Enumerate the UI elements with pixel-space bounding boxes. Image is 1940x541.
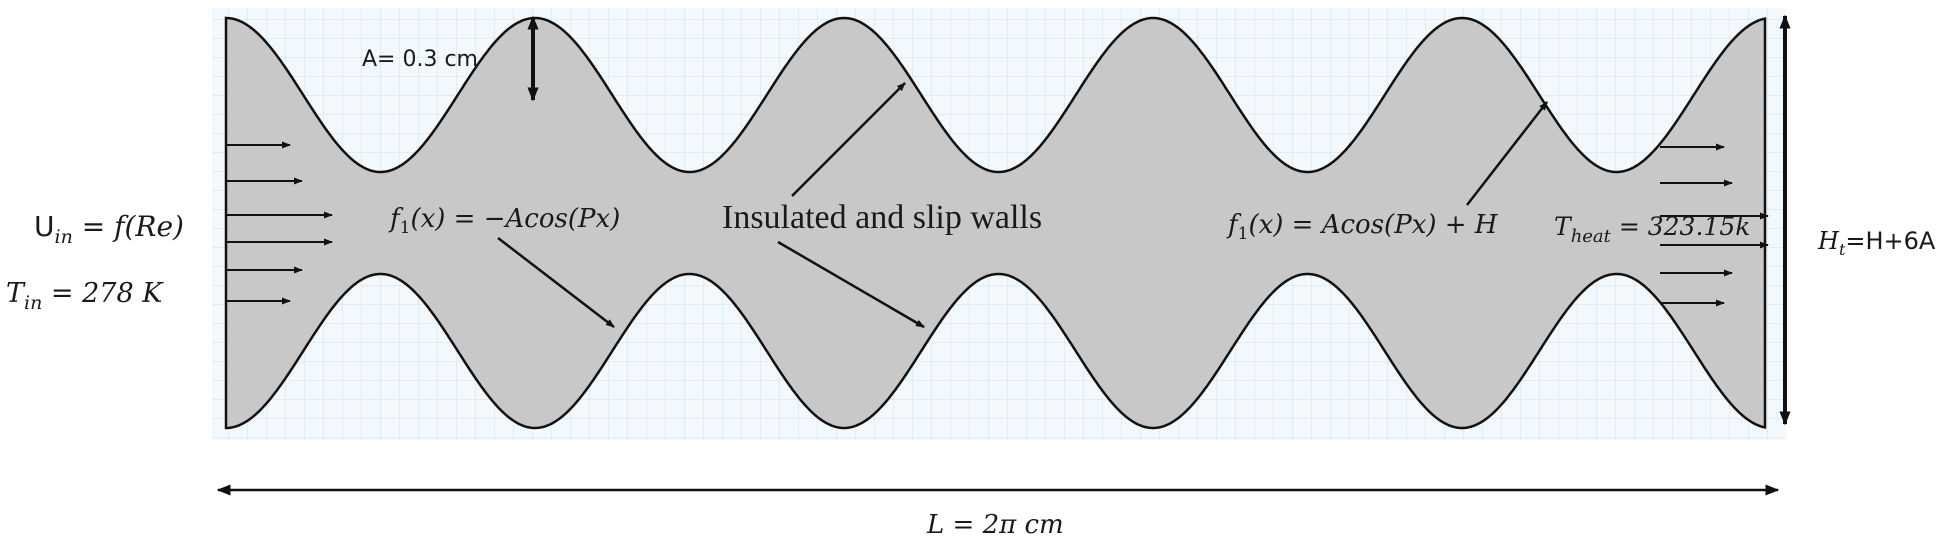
pointer-arrow-lower-wall-2: [777, 240, 925, 329]
inlet-flow-arrows: [226, 141, 333, 305]
heat-temperature-base: T: [1554, 212, 1573, 241]
inlet-velocity-label: Uin = f(Re): [34, 210, 184, 248]
total-height-rhs: =H+6A: [1845, 227, 1936, 255]
heat-temperature-rhs: = 323.15k: [1611, 212, 1750, 241]
pointer-arrows: [497, 82, 1548, 329]
total-height-base: H: [1817, 227, 1840, 255]
amplitude-label: A= 0.3 cm: [362, 47, 478, 72]
total-height-label: Ht=H+6A: [1817, 227, 1936, 259]
pointer-arrow-upper-wall: [791, 82, 906, 197]
upper-wall-function-sub: 1: [1238, 224, 1249, 244]
heat-temperature-label: Theat = 323.15k: [1554, 212, 1750, 247]
pointer-arrow-upper-wall-2: [1466, 101, 1548, 206]
inlet-temperature-label: Tin = 278 K: [6, 278, 164, 314]
upper-wall-function-label: f1(x) = Acos(Px) + H: [1226, 210, 1499, 244]
inlet-temperature-sub: in: [24, 292, 42, 314]
inlet-temperature-base: T: [6, 278, 26, 309]
heat-temperature-sub: heat: [1571, 226, 1612, 247]
outlet-flow-arrows: [1660, 143, 1769, 307]
total-height-sub: t: [1839, 240, 1846, 259]
inlet-velocity-sub: in: [55, 226, 73, 248]
inlet-velocity-base: U: [34, 210, 55, 243]
inlet-velocity-rhs: = f(Re): [73, 210, 184, 243]
length-label: L = 2π cm: [926, 510, 1064, 540]
lower-wall-function-label: f1(x) = −Acos(Px): [388, 204, 620, 238]
lower-wall-function-rhs: (x) = −Acos(Px): [410, 204, 620, 234]
inlet-temperature-rhs: = 278 K: [42, 278, 164, 309]
walls-label: Insulated and slip walls: [722, 199, 1042, 236]
pointer-arrow-lower-wall: [497, 237, 615, 328]
lower-wall-function-sub: 1: [400, 218, 411, 238]
upper-wall-function-rhs: (x) = Acos(Px) + H: [1248, 210, 1498, 240]
